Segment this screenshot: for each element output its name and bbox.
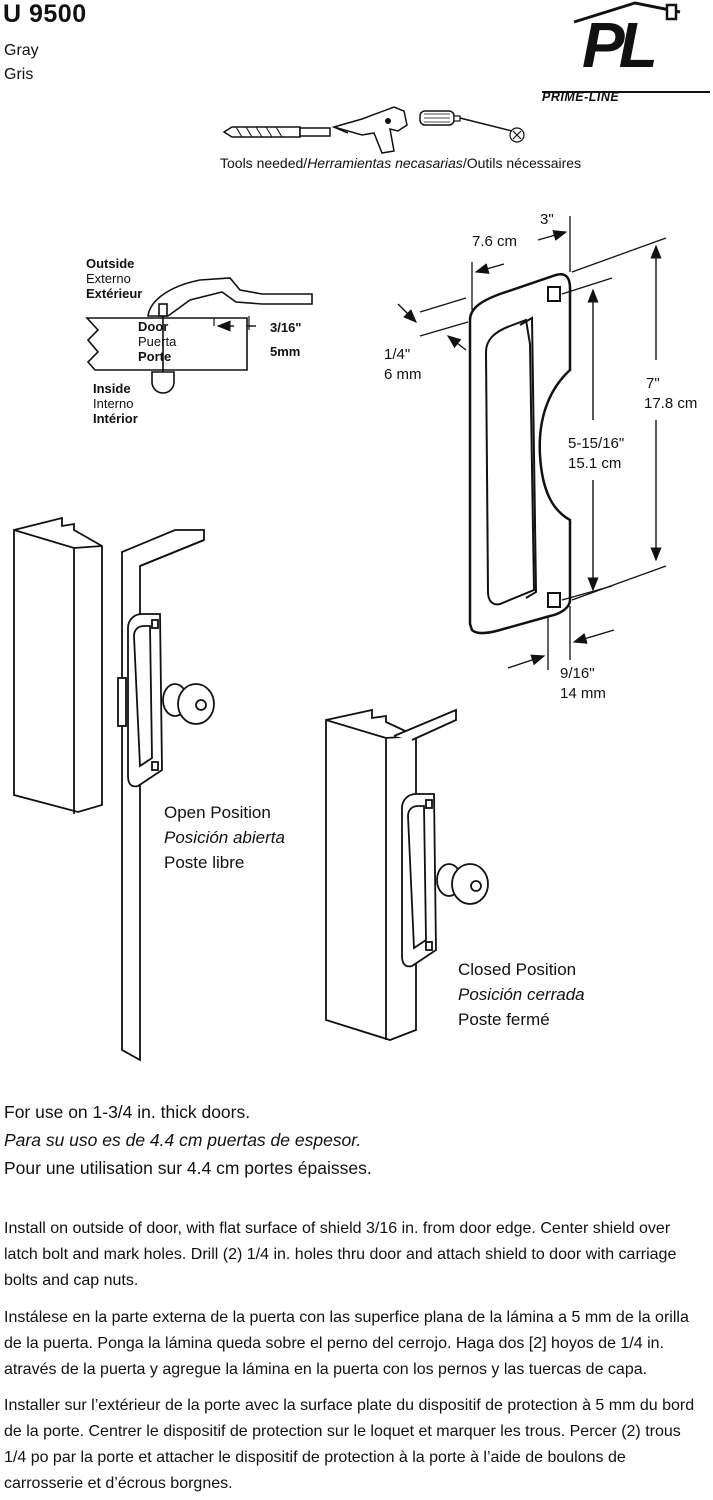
flange-dimension-in: 9/16" <box>560 665 595 682</box>
inside-label-en: Inside <box>93 381 131 396</box>
height-dimension-in: 7" <box>646 375 660 392</box>
outside-labels: Outside Externo Extérieur <box>86 256 142 301</box>
tools-caption-es: Herramientas necasarias <box>307 155 463 171</box>
color-label-en: Gray <box>4 42 39 59</box>
door-labels: Door Puerta Porte <box>138 319 176 364</box>
outside-label-en: Outside <box>86 256 135 271</box>
power-drill-icon <box>331 106 408 154</box>
gap-dimension-in: 3/16" <box>270 320 302 335</box>
usage-note-es: Para su uso es de 4.4 cm puertas de espe… <box>4 1130 362 1150</box>
inside-labels: Inside Interno Intérior <box>93 381 138 426</box>
gap-dimension-mm: 5mm <box>270 344 301 359</box>
model-number: U 9500 <box>3 0 87 28</box>
width-dimension-cm: 7.6 cm <box>472 233 518 250</box>
door-label-es: Puerta <box>138 334 177 349</box>
prime-line-logo: PL PRIME-LINE <box>540 0 713 110</box>
door-label-en: Door <box>138 319 169 334</box>
door-label-fr: Porte <box>138 349 172 364</box>
tools-caption: Tools needed/Herramientas necasarias/Out… <box>220 155 581 171</box>
strike-shield-drawing <box>397 216 667 670</box>
outside-label-es: Externo <box>86 271 131 286</box>
outside-label-fr: Extérieur <box>86 286 143 301</box>
screwdriver-icon <box>419 110 525 143</box>
open-position-fr: Poste libre <box>164 853 245 872</box>
closed-position-drawing <box>325 708 489 1041</box>
tools-icons <box>222 105 532 155</box>
inside-label-fr: Intérior <box>93 411 138 426</box>
height-dimension-cm: 17.8 cm <box>644 395 698 412</box>
depth-dimension-mm: 6 mm <box>384 366 422 383</box>
depth-dimension-in: 1/4" <box>384 346 411 363</box>
usage-note-en: For use on 1-3/4 in. thick doors. <box>4 1102 251 1122</box>
brand-name: PRIME-LINE <box>542 90 620 104</box>
usage-note: For use on 1-3/4 in. thick doors. Para s… <box>4 1098 372 1182</box>
drill-bit-icon <box>222 126 331 138</box>
separator: / <box>462 155 467 171</box>
instructions-es: Instálese en la parte externa de la puer… <box>4 1309 689 1378</box>
installation-drawings <box>13 216 667 1062</box>
color-label-fr: Gris <box>4 66 34 83</box>
open-position-es: Posición abierta <box>164 828 285 847</box>
instructions-fr: Installer sur l’extérieur de la porte av… <box>4 1397 695 1492</box>
closed-position-es: Posición cerrada <box>458 985 585 1004</box>
open-position-drawing <box>13 516 215 1062</box>
inside-label-es: Interno <box>93 396 134 411</box>
open-position-en: Open Position <box>164 803 271 822</box>
hole-spacing-cm: 15.1 cm <box>568 455 622 472</box>
cross-section-diagram <box>85 277 313 394</box>
tools-caption-fr: Outils nécessaires <box>466 155 582 171</box>
closed-position-fr: Poste fermé <box>458 1010 550 1029</box>
tools-caption-en: Tools needed <box>220 155 304 171</box>
hole-spacing-in: 5-15/16" <box>568 435 625 452</box>
instructions-en: Install on outside of door, with flat su… <box>4 1220 677 1289</box>
flange-dimension-mm: 14 mm <box>560 685 606 702</box>
usage-note-fr: Pour une utilisation sur 4.4 cm portes é… <box>4 1158 372 1178</box>
closed-position-en: Closed Position <box>458 960 577 979</box>
width-dimension-in: 3" <box>540 211 554 228</box>
separator: / <box>303 155 308 171</box>
logo-letters: PL <box>582 9 658 81</box>
closed-position-label: Closed Position Posición cerrada Poste f… <box>458 957 585 1032</box>
open-position-label: Open Position Posición abierta Poste lib… <box>164 800 285 875</box>
house-roof-icon <box>542 1 710 93</box>
